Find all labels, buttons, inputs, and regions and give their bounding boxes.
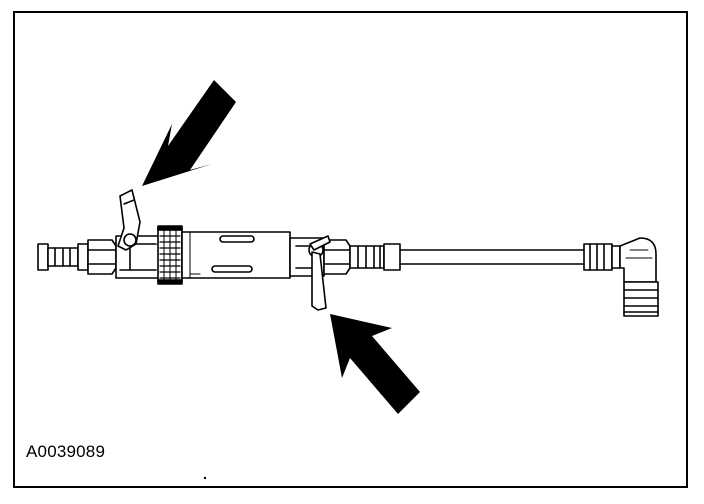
elbow-fitting	[619, 237, 657, 283]
knurled-coupling-ring	[157, 225, 183, 285]
hose-crimp-fitting	[349, 243, 401, 271]
arrow-icon-upper	[142, 80, 236, 186]
right-hose-end-fitting	[583, 243, 621, 271]
stray-mark	[203, 476, 207, 480]
arrow-icon-lower	[330, 314, 420, 414]
filter-cylinder-body	[181, 231, 291, 279]
right-valve-handle	[308, 235, 331, 311]
figure-id-label: A0039089	[26, 442, 106, 461]
hose	[399, 249, 585, 265]
left-quick-connect-fitting	[37, 239, 117, 275]
left-valve-handle	[117, 189, 141, 251]
quick-coupler	[623, 281, 659, 317]
